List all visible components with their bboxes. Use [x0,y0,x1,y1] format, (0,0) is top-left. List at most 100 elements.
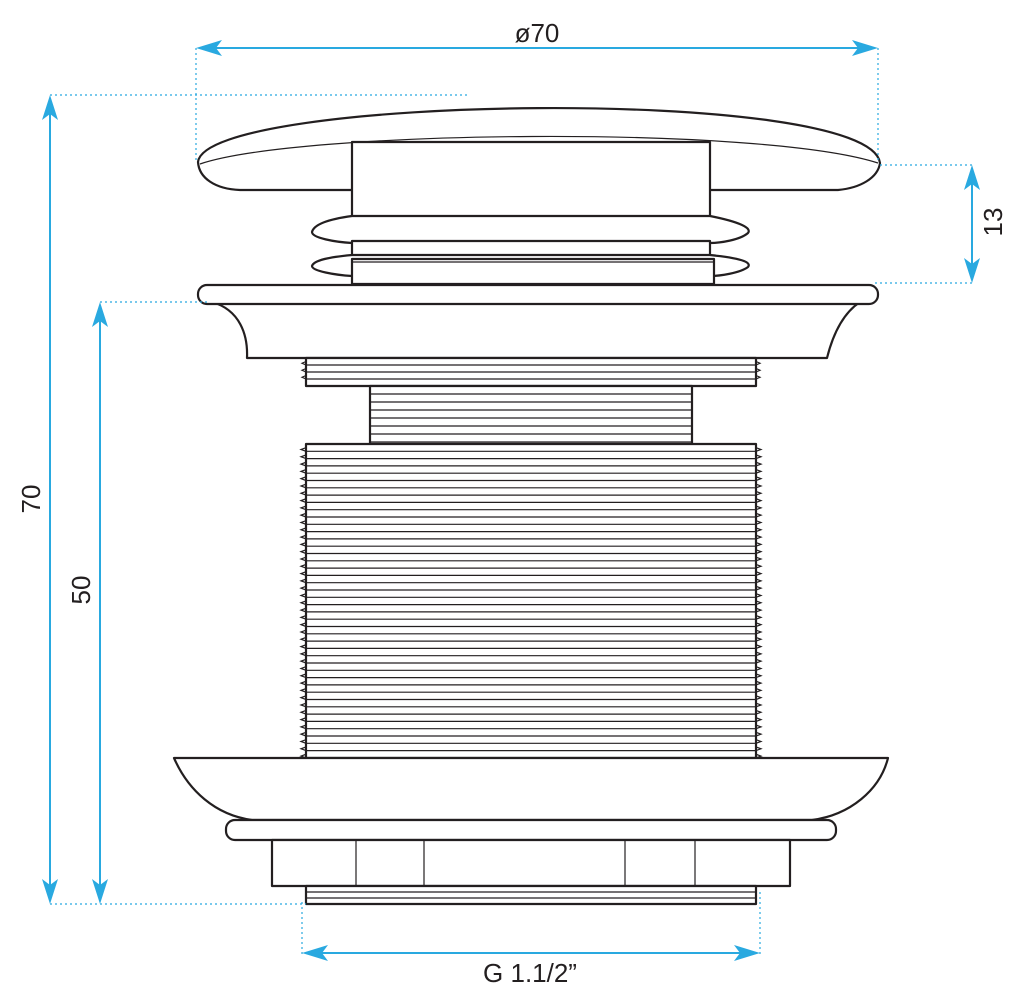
thread-tooth [755,512,763,518]
dimension-thread: G 1.1/2” [301,892,761,988]
thread-tooth [299,629,307,635]
thread-tooth [755,607,763,613]
thread-tooth [299,673,307,679]
thread-tooth [299,687,307,693]
thread-tooth [755,731,763,737]
thread-tooth [755,651,763,657]
thread-tooth [299,454,307,460]
thread-tooth [299,505,307,511]
thread-tooth [299,695,307,701]
thread-tooth [755,687,763,693]
dimension-total-height: 70 [16,94,470,905]
thread-tooth [299,498,307,503]
thread-tooth [299,563,307,569]
thread-tooth [755,644,763,649]
thread-tooth [299,520,307,525]
thread-tooth [299,644,307,649]
dimension-label-70: 70 [16,485,46,514]
thread-tooth [299,739,307,744]
thread-tooth [755,534,763,540]
bottom-thread [304,884,758,906]
arrow-up-icon [92,302,108,327]
thread-tooth [299,709,307,715]
arrow-down-icon [92,879,108,904]
lock-nut [270,838,792,888]
main-thread-lines [299,447,763,759]
thread-tooth [755,636,763,642]
thread-tooth [299,476,307,482]
thread-tooth [755,739,763,744]
thread-tooth [755,490,763,496]
thread-tooth [299,614,307,620]
thread-tooth [755,556,763,562]
thread-tooth [755,629,763,635]
thread-tooth [755,541,763,547]
thread-tooth [755,483,763,489]
thread-tooth [299,702,307,708]
lower-rubber-ring [224,818,838,842]
thread-tooth [755,374,762,380]
arrow-right-icon [852,40,878,56]
thread-tooth [299,512,307,518]
lower-washer [172,756,890,822]
thread-tooth [755,476,763,482]
thread-tooth [755,622,763,628]
thread-tooth [299,527,307,533]
thread-tooth [755,695,763,701]
thread-tooth [755,702,763,708]
thread-tooth [299,468,307,474]
thread-tooth [755,454,763,460]
thread-tooth [755,498,763,503]
thread-tooth [299,534,307,540]
thread-tooth [299,483,307,489]
thread-tooth [300,367,307,373]
thread-tooth [299,658,307,664]
thread-tooth [755,717,763,722]
thread-tooth [299,666,307,671]
thread-tooth [299,549,307,555]
thread-tooth [755,614,763,620]
thread-tooth [755,600,763,606]
thread-tooth [755,680,763,686]
thread-tooth [755,549,763,555]
arrow-down-icon [964,258,980,283]
thread-tooth [299,578,307,584]
upper-seal [310,214,750,245]
thread-tooth [299,622,307,628]
dimension-cap-diameter: ø70 [195,18,879,160]
neck-thread-lines [370,393,692,443]
thread-tooth [300,360,307,366]
upper-flange [196,283,880,360]
thread-tooth [299,585,307,591]
arrow-left-icon [302,945,328,961]
thread-tooth [299,571,307,576]
thread-tooth [755,578,763,584]
thread-tooth [755,658,763,664]
dimension-label-13: 13 [978,208,1008,237]
thread-tooth [755,593,763,598]
thread-tooth [299,636,307,642]
arrow-right-icon [734,945,760,961]
thread-tooth [755,746,763,752]
thread-tooth [755,585,763,591]
thread-tooth [300,374,307,380]
arrow-up-icon [42,95,58,120]
thread-tooth [755,461,763,467]
thread-tooth [299,680,307,686]
arrow-left-icon [196,40,222,56]
thread-tooth [755,447,763,452]
thread-tooth [755,360,762,366]
dimension-label-thread: G 1.1/2” [483,958,577,988]
thread-tooth [299,731,307,737]
thread-tooth [299,724,307,730]
thread-tooth [299,607,307,613]
dimension-label-diameter: ø70 [515,18,560,48]
threaded-body [299,356,763,760]
thread-tooth [755,505,763,511]
thread-tooth [755,673,763,679]
arrow-up-icon [964,165,980,190]
thread-tooth [755,527,763,533]
dimension-body-height: 50 [66,301,210,904]
thread-tooth [299,746,307,752]
